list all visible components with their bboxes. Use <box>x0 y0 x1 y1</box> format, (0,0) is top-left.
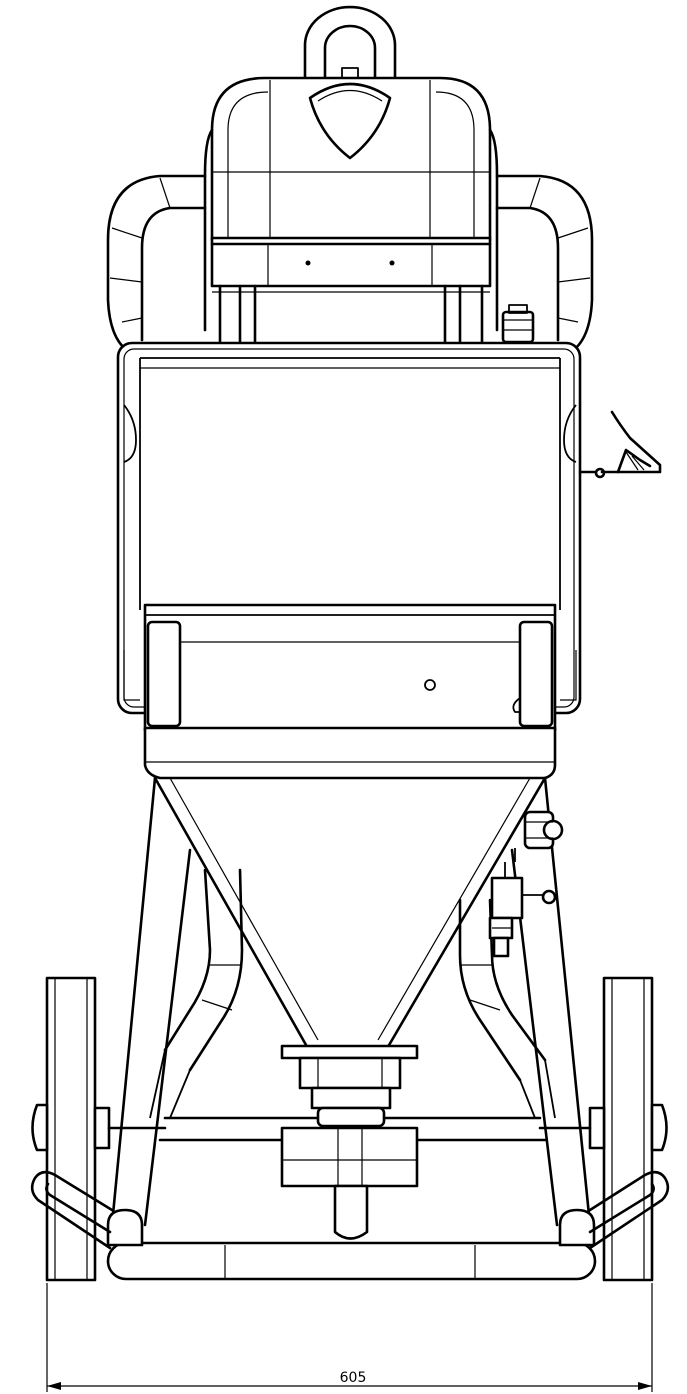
pump-assembly <box>280 1044 419 1240</box>
dimension-label: 605 <box>340 1370 367 1386</box>
hopper-cone <box>143 726 557 1054</box>
bottom-frame <box>30 1170 670 1281</box>
lifting-eye <box>303 5 397 82</box>
valve-fitting-top <box>501 304 535 344</box>
motor-supports <box>212 284 490 347</box>
left-wheel <box>31 976 167 1282</box>
dimension-width: 605 <box>46 1283 653 1392</box>
frame-legs <box>110 776 592 1227</box>
motor-housing <box>203 76 499 332</box>
push-handle <box>106 174 594 357</box>
right-wheel <box>538 976 668 1282</box>
foot-pedal <box>578 410 662 479</box>
pressure-valve-assembly <box>488 810 564 958</box>
badge-shield <box>308 82 392 160</box>
hopper-box <box>143 603 557 732</box>
